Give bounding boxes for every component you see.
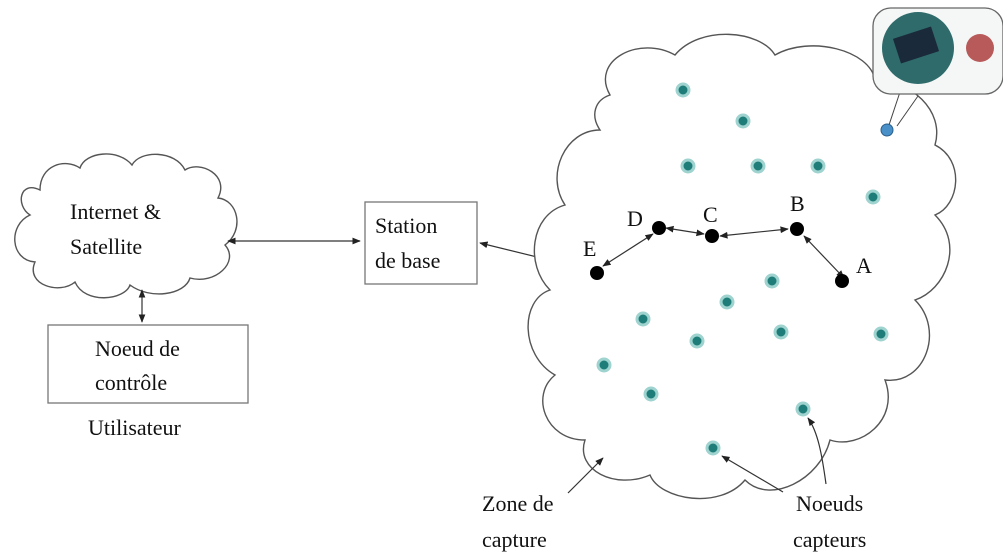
mote-chip-image xyxy=(892,26,940,64)
sensor-node xyxy=(764,273,780,289)
sensor-nodes xyxy=(596,82,889,456)
sensor-node xyxy=(705,440,721,456)
sensor-mote-callout xyxy=(872,7,1003,137)
sensor-node xyxy=(719,294,735,310)
base-station-box xyxy=(364,201,478,285)
control-node-line2: contrôle xyxy=(95,370,167,395)
route-links xyxy=(602,225,845,279)
base-station-line2: de base xyxy=(375,248,440,273)
callout-pointer xyxy=(896,95,919,127)
zone-annotation: Zone de capture xyxy=(482,457,604,552)
sensors-label-line2: capteurs xyxy=(793,527,866,552)
sensors-pointer-arrow-2 xyxy=(807,417,827,485)
route-node-c-label: C xyxy=(703,202,718,227)
zone-pointer-arrow xyxy=(567,457,604,494)
route-node-e xyxy=(590,266,604,280)
callout-pointer xyxy=(887,91,901,129)
route-node-d xyxy=(652,221,666,235)
zone-label-line1: Zone de xyxy=(482,491,553,516)
mote-coin-image xyxy=(966,34,994,62)
route-nodes: A B C D E xyxy=(583,191,872,288)
sensor-node xyxy=(680,158,696,174)
sensors-annotation: Noeuds capteurs xyxy=(721,417,866,552)
base-station-line1: Station xyxy=(375,213,437,238)
control-node: Noeud de contrôle Utilisateur xyxy=(47,324,249,440)
base-station: Station de base xyxy=(364,201,478,285)
capture-zone-cloud xyxy=(527,33,957,500)
route-node-e-label: E xyxy=(583,236,596,261)
sensor-node xyxy=(735,113,751,129)
route-link-b-c xyxy=(719,226,789,239)
sensor-node xyxy=(635,311,651,327)
route-node-b xyxy=(790,222,804,236)
route-node-c xyxy=(705,229,719,243)
internet-cloud: Internet & Satellite xyxy=(14,153,238,299)
internet-label-line1: Internet & xyxy=(70,199,161,224)
sensor-node xyxy=(596,357,612,373)
sensor-node xyxy=(773,324,789,340)
sensor-node xyxy=(675,82,691,98)
zone-label-line2: capture xyxy=(482,527,547,552)
control-node-box xyxy=(47,324,249,404)
route-node-d-label: D xyxy=(627,206,643,231)
route-node-b-label: B xyxy=(790,191,805,216)
control-node-caption: Utilisateur xyxy=(88,415,182,440)
sensor-node xyxy=(750,158,766,174)
internet-label-line2: Satellite xyxy=(70,234,142,259)
sensor-node xyxy=(873,326,889,342)
highlighted-sensor-node xyxy=(880,123,894,137)
sensors-label-line1: Noeuds xyxy=(796,491,863,516)
route-link-a-b xyxy=(803,235,845,279)
route-link-d-e xyxy=(602,233,654,267)
sensor-node xyxy=(795,401,811,417)
control-node-line1: Noeud de xyxy=(95,336,180,361)
route-node-a xyxy=(835,274,849,288)
route-link-c-d xyxy=(665,225,705,237)
sensor-node xyxy=(865,189,881,205)
sensor-node xyxy=(643,386,659,402)
sensor-node xyxy=(810,158,826,174)
sensors-pointer-arrow-1 xyxy=(721,455,784,493)
route-node-a-label: A xyxy=(856,253,872,278)
sensor-node xyxy=(689,333,705,349)
